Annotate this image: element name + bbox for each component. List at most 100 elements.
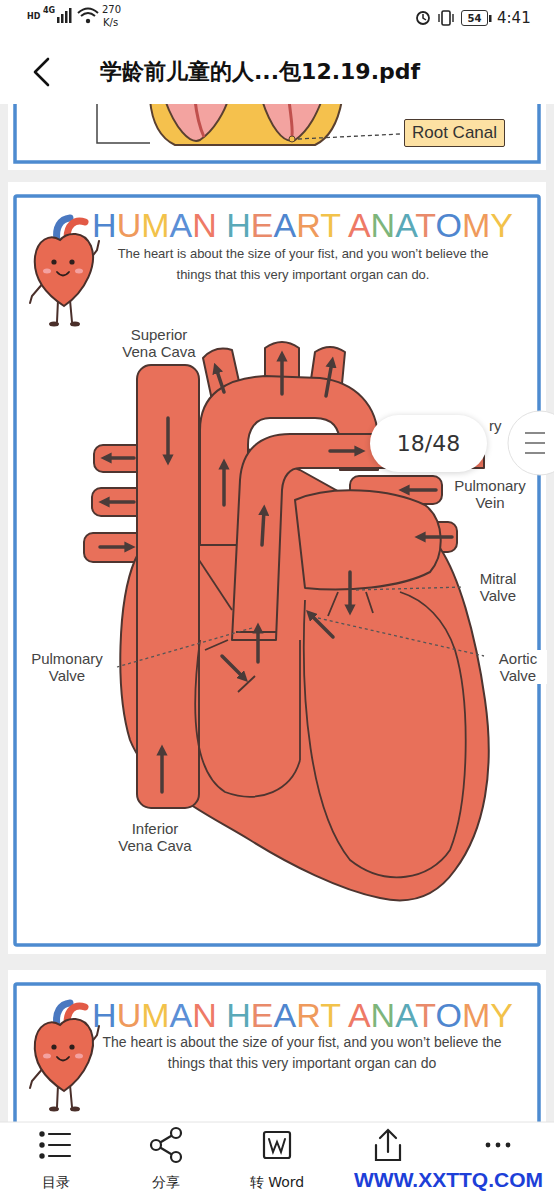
page-title: HUMAN HEART ANATOMY — [80, 995, 525, 1035]
subtitle: The heart is about the size of your fist… — [113, 243, 493, 285]
title-letter — [217, 206, 226, 244]
mascot-heart-part — [30, 218, 99, 327]
status-text: K/s — [103, 17, 118, 29]
leader-lines-part — [356, 587, 463, 590]
title-letter: N — [371, 206, 396, 244]
part-label: ry — [489, 417, 502, 434]
title-letter: T — [320, 206, 340, 244]
side-menu-button-part — [508, 411, 554, 475]
tooth-illustration-part — [165, 100, 228, 141]
toolbar-label: 目录 — [16, 1173, 96, 1191]
leader-lines-part — [117, 628, 252, 667]
node-text: 18/48 — [397, 431, 460, 456]
status-icons-part — [57, 17, 60, 23]
status-icons — [57, 8, 492, 25]
flow-arrows-part — [280, 356, 284, 394]
bottom-toolbar-part-part — [161, 1136, 171, 1154]
flow-arrows-part — [256, 628, 260, 662]
tooth-illustration-part — [262, 100, 322, 141]
app-header-part — [0, 0, 554, 104]
bottom-toolbar-part-part — [269, 1139, 285, 1152]
bottom-toolbar — [0, 1122, 554, 1200]
heart-illustration-part — [137, 365, 199, 808]
bottom-toolbar-part-part — [496, 1143, 501, 1148]
title-letter: R — [296, 206, 320, 244]
toolbar-label: 转 Word — [237, 1173, 317, 1191]
mascot-heart-part — [30, 1003, 99, 1112]
heart-illustration-part — [195, 560, 466, 877]
main-page-part — [15, 196, 539, 945]
heart-illustration-part-part — [199, 560, 232, 610]
flow-arrows-part — [166, 418, 170, 460]
bottom-toolbar-part-part — [49, 1134, 70, 1156]
title-letter: A — [274, 206, 297, 244]
bottom-toolbar-part-part — [171, 1152, 181, 1162]
flow-arrows-part — [330, 449, 360, 453]
title-letter: T — [415, 206, 435, 244]
title-letter: O — [435, 206, 461, 244]
flow-arrows-part — [100, 545, 130, 549]
app-header — [0, 0, 554, 104]
app-header-part — [35, 59, 48, 85]
flow-arrows-part — [420, 535, 452, 539]
bottom-toolbar-part-part — [40, 1132, 43, 1135]
tooth-illustration-part — [97, 100, 150, 143]
bottom-toolbar-part — [0, 1122, 554, 1123]
tooth-illustration — [97, 100, 400, 145]
title-letter: A — [395, 996, 415, 1034]
title-letter: R — [296, 996, 320, 1034]
tooth-illustration-part — [289, 100, 292, 136]
part-label: Inferior Vena Cava — [115, 820, 195, 854]
clock-text: 4:41 — [497, 9, 531, 27]
mascot-heart — [30, 218, 99, 327]
heart-illustration-part-part — [195, 640, 300, 797]
title-letter: A — [274, 996, 297, 1034]
title-letter: H — [226, 996, 251, 1034]
flow-arrows-part — [104, 500, 134, 504]
bottom-toolbar-part-part — [486, 1143, 491, 1148]
side-menu-button — [508, 411, 554, 475]
tooth-illustration-part — [195, 100, 204, 137]
heart-illustration-part-part — [236, 631, 276, 633]
title-letter: H — [226, 206, 251, 244]
status-icons-part — [489, 15, 492, 22]
bottom-toolbar-part-part — [40, 1154, 43, 1157]
flow-arrows-part — [348, 572, 352, 610]
status-icons-part — [86, 19, 90, 23]
heart-illustration-part — [295, 490, 441, 589]
title-letter: Y — [490, 996, 513, 1034]
heart-illustration-part-part — [299, 640, 301, 760]
title-letter: A — [170, 996, 193, 1034]
flow-arrows-part — [216, 368, 224, 392]
title-letter — [340, 996, 348, 1034]
node-text: 54 — [468, 13, 482, 24]
flow-arrows-part — [222, 464, 226, 505]
file-title: 学龄前儿童的人...包12.19.pdf — [100, 57, 420, 87]
status-icons-part — [442, 11, 450, 25]
status-icons-part — [439, 14, 453, 22]
part-label: Pulmonary Vein — [444, 477, 536, 511]
status-icons-part — [61, 14, 64, 23]
heart-illustration-part-part — [304, 592, 466, 877]
title-letter: A — [395, 206, 415, 244]
part-label: Pulmonary Valve — [21, 650, 113, 684]
status-icons-part — [69, 8, 72, 23]
status-text: HD — [27, 12, 40, 22]
side-menu-button-part — [525, 433, 545, 453]
bottom-toolbar-part — [0, 1122, 554, 1200]
title-letter: N — [192, 996, 217, 1034]
title-letter: N — [371, 996, 396, 1034]
part-label: Aortic Valve — [489, 650, 547, 684]
status-text: 4G — [43, 6, 55, 16]
mascot-heart — [30, 1003, 99, 1112]
bottom-toolbar-part-part — [380, 1130, 396, 1152]
title-letter: E — [251, 996, 274, 1034]
page-title: HUMAN HEART ANATOMY — [80, 205, 525, 245]
battery-indicator: 54 — [461, 10, 488, 26]
title-letter: M — [141, 996, 169, 1034]
bottom-toolbar-part-part — [171, 1128, 181, 1138]
title-letter: U — [117, 996, 142, 1034]
main-page-part — [8, 182, 546, 954]
flow-arrows-part — [262, 510, 264, 545]
